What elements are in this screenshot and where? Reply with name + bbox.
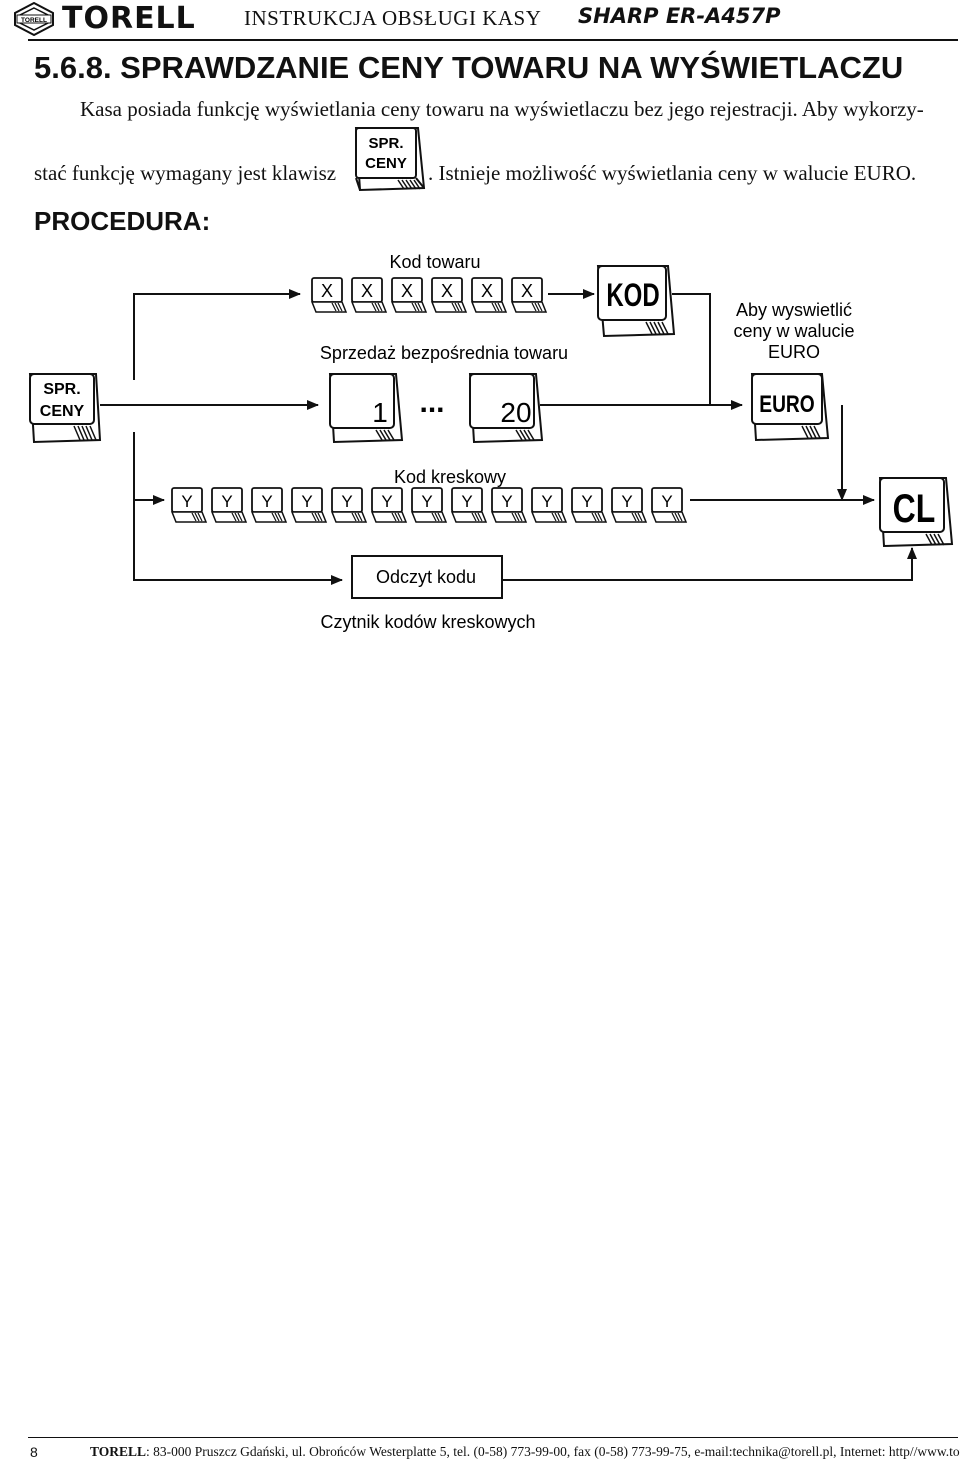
kod-kreskowy-label: Kod kreskowy [394, 467, 506, 487]
flow-line-kod-down [672, 293, 711, 405]
start-key-label-2: CENY [40, 403, 85, 420]
y-key-label: Y [541, 492, 552, 511]
euro-key: EURO [750, 373, 830, 442]
flow-line-odczyt-to-cl [502, 547, 917, 581]
footer-contact: TORELL: 83-000 Pruszcz Gdański, ul. Obro… [90, 1444, 960, 1460]
euro-note-line-2: ceny w walucie [733, 321, 854, 341]
x-key: X [430, 277, 468, 313]
x-key: X [350, 277, 388, 313]
y-key-label: Y [301, 492, 312, 511]
header-model: SHARP ER-A457P [578, 4, 781, 28]
y-key: Y [410, 487, 448, 523]
y-key: Y [210, 487, 248, 523]
y-key: Y [450, 487, 488, 523]
x-key-label: X [441, 281, 453, 301]
euro-key-label: EURO [759, 390, 814, 418]
x-key-label: X [401, 281, 413, 301]
flow-lines [100, 289, 917, 585]
y-key: Y [650, 487, 688, 523]
y-key-label: Y [421, 492, 432, 511]
header-title: INSTRUKCJA OBSŁUGI KASY [244, 6, 542, 30]
flow-line-to-odczyt [133, 432, 343, 585]
y-key: Y [570, 487, 608, 523]
key-20-label: 20 [500, 397, 531, 428]
key-20: 20 [468, 373, 544, 444]
x-key-label: X [521, 281, 533, 301]
ellipsis: ... [419, 386, 444, 419]
y-key: Y [610, 487, 648, 523]
start-spr-ceny-key: SPR. CENY [28, 373, 102, 444]
odczyt-kodu-label: Odczyt kodu [376, 567, 476, 587]
y-key: Y [250, 487, 288, 523]
y-key-label: Y [221, 492, 232, 511]
y-key: Y [290, 487, 328, 523]
start-key-label-1: SPR. [43, 381, 80, 398]
section-title: 5.6.8. SPRAWDZANIE CENY TOWARU NA WYŚWIE… [34, 50, 904, 85]
flow-line-to-kod-kreskowy [133, 432, 165, 505]
page-header: TORELL TORELL INSTRUKCJA OBSŁUGI KASY SH… [0, 0, 960, 41]
y-key-label: Y [261, 492, 272, 511]
y-key-row: Y Y Y Y Y Y Y Y Y Y Y Y Y [170, 487, 688, 523]
intro-line-1: Kasa posiada funkcję wyświetlania ceny t… [80, 97, 924, 121]
procedure-diagram: SPR. CENY Kod towaru X X X X X [28, 252, 954, 632]
odczyt-kodu-box: Odczyt kodu [351, 555, 503, 599]
x-key-label: X [321, 281, 333, 301]
intro-line-2a: stać funkcję wymagany jest klawisz [34, 161, 337, 185]
y-key-label: Y [381, 492, 392, 511]
y-key-label: Y [181, 492, 192, 511]
sprzedaz-label: Sprzedaż bezpośrednia towaru [320, 343, 568, 363]
footer-brand: TORELL [90, 1444, 147, 1459]
x-key: X [390, 277, 428, 313]
intro-line-2b: . Istnieje możliwość wyświetlania ceny w… [428, 161, 917, 185]
cl-key: CL [878, 477, 954, 548]
page-number: 8 [30, 1444, 38, 1460]
x-key-label: X [481, 281, 493, 301]
euro-note-line-1: Aby wyswietlić [736, 300, 852, 320]
key-1: 1 [328, 373, 404, 444]
y-key-label: Y [581, 492, 592, 511]
euro-note-line-3: EURO [768, 342, 820, 362]
inline-key-label-1: SPR. [368, 135, 403, 152]
spr-ceny-key-icon: SPR. CENY [354, 127, 426, 192]
logo-text: TORELL [62, 1, 196, 36]
header-divider [28, 39, 958, 41]
flow-line-to-kod-towaru [133, 289, 301, 380]
x-key-label: X [361, 281, 373, 301]
y-key-label: Y [341, 492, 352, 511]
czytnik-label: Czytnik kodów kreskowych [320, 612, 535, 632]
y-key: Y [530, 487, 568, 523]
kod-towaru-label: Kod towaru [389, 252, 480, 272]
torell-logo-icon: TORELL [14, 2, 54, 36]
inline-key-label-2: CENY [365, 155, 407, 172]
key-1-label: 1 [372, 397, 388, 428]
x-key: X [510, 277, 548, 313]
y-key: Y [370, 487, 408, 523]
kod-key: KOD [596, 265, 676, 338]
svg-text:TORELL: TORELL [21, 17, 47, 24]
footer-divider [28, 1437, 958, 1438]
x-key: X [470, 277, 508, 313]
x-key: X [310, 277, 348, 313]
inline-key-shape [354, 127, 426, 192]
y-key-label: Y [461, 492, 472, 511]
cl-key-label: CL [893, 486, 936, 531]
y-key-label: Y [501, 492, 512, 511]
kod-key-label: KOD [606, 277, 659, 313]
x-key-row: X X X X X X [310, 277, 548, 313]
y-key-label: Y [661, 492, 672, 511]
y-key: Y [490, 487, 528, 523]
y-key-label: Y [621, 492, 632, 511]
procedure-label: PROCEDURA: [34, 206, 211, 236]
y-key: Y [330, 487, 368, 523]
y-key: Y [170, 487, 208, 523]
footer-address: : 83-000 Pruszcz Gdański, ul. Obrońców W… [146, 1444, 960, 1459]
